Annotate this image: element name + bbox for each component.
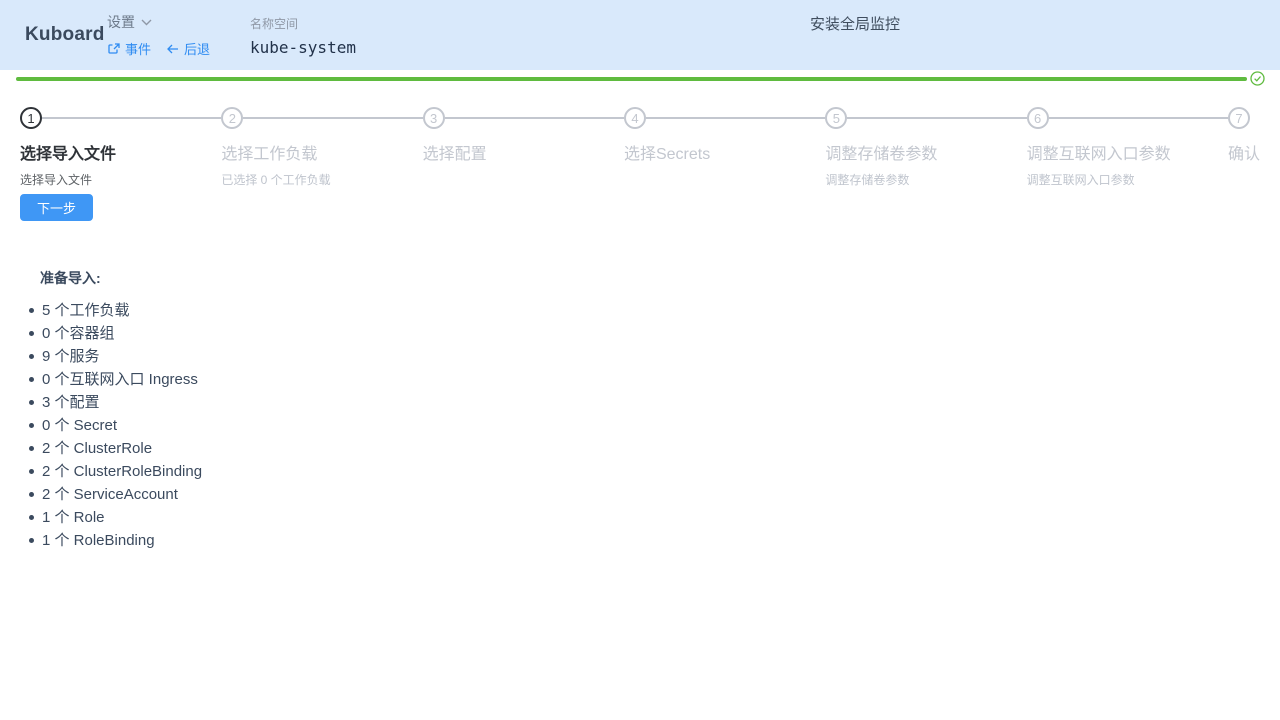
external-link-icon	[108, 42, 120, 55]
step-connector	[42, 117, 222, 119]
step-7-title: 确认	[1227, 146, 1260, 163]
wizard-steps: 1 选择导入文件 选择导入文件 2 选择工作负载 已选择 0 个工作负载 3 选…	[20, 107, 1260, 188]
step-6-desc: 调整互联网入口参数	[1026, 173, 1135, 187]
step-4-desc	[624, 171, 825, 185]
step-3-desc	[423, 171, 624, 185]
chevron-down-icon	[141, 19, 152, 26]
list-item: 1 个 RoleBinding	[40, 529, 740, 552]
step-4-number: 4	[623, 107, 646, 129]
step-5-title: 调整存储卷参数	[825, 146, 938, 163]
import-summary-list: 5 个工作负载 0 个容器组 9 个服务 0 个互联网入口 Ingress 3 …	[40, 299, 740, 552]
step-connector	[243, 117, 423, 119]
list-item: 0 个 Secret	[40, 414, 740, 437]
settings-dropdown[interactable]: 设置	[107, 12, 152, 32]
list-item: 2 个 ClusterRoleBinding	[40, 460, 740, 483]
check-circle-icon	[1250, 71, 1265, 86]
namespace-block: 名称空间 kube-system	[250, 15, 356, 57]
step-connector	[847, 117, 1027, 119]
step-5-desc: 调整存储卷参数	[825, 173, 910, 187]
namespace-value: kube-system	[250, 38, 356, 57]
back-label: 后退	[184, 42, 211, 57]
list-item: 5 个工作负载	[40, 299, 740, 322]
step-3-number: 3	[422, 107, 445, 129]
list-item: 1 个 Role	[40, 506, 740, 529]
step-6-number: 6	[1026, 107, 1049, 129]
step-3-select-config: 3 选择配置	[422, 107, 624, 188]
list-item: 0 个互联网入口 Ingress	[40, 368, 740, 391]
step-connector	[645, 117, 826, 119]
step-2-select-workloads: 2 选择工作负载 已选择 0 个工作负载	[221, 107, 423, 188]
step-2-number: 2	[221, 107, 244, 129]
step-1-select-import-file: 1 选择导入文件 选择导入文件	[20, 107, 222, 188]
page-title: 安装全局监控	[810, 16, 901, 33]
header-links: 事件 后退	[108, 39, 210, 58]
step-2-desc: 已选择 0 个工作负载	[221, 173, 331, 187]
step-3-title: 选择配置	[422, 146, 487, 163]
import-summary: 准备导入: 5 个工作负载 0 个容器组 9 个服务 0 个互联网入口 Ingr…	[40, 268, 740, 552]
list-item: 9 个服务	[40, 345, 740, 368]
step-5-number: 5	[825, 107, 848, 129]
progress-bar	[16, 77, 1247, 81]
step-connector	[444, 117, 624, 119]
step-6-title: 调整互联网入口参数	[1026, 146, 1171, 163]
step-1-number: 1	[20, 107, 42, 129]
namespace-label: 名称空间	[250, 17, 299, 31]
app-header: Kuboard 设置 事件 后退	[0, 0, 1280, 70]
step-1-desc: 选择导入文件	[20, 173, 93, 187]
step-4-select-secrets: 4 选择Secrets	[623, 107, 826, 188]
step-7-desc	[1228, 171, 1260, 185]
step-7-confirm: 7 确认	[1227, 107, 1260, 188]
back-link[interactable]: 后退	[167, 39, 210, 58]
app-logo: Kuboard	[25, 24, 105, 45]
list-item: 2 个 ServiceAccount	[40, 483, 740, 506]
step-1-title: 选择导入文件	[20, 146, 117, 163]
list-item: 3 个配置	[40, 391, 740, 414]
next-step-button[interactable]: 下一步	[20, 194, 94, 221]
import-summary-heading: 准备导入:	[40, 270, 101, 286]
events-label: 事件	[125, 42, 152, 57]
events-link[interactable]: 事件	[108, 39, 151, 58]
step-connector	[1048, 117, 1228, 119]
settings-label: 设置	[107, 14, 135, 30]
step-4-title: 选择Secrets	[623, 146, 711, 163]
step-2-title: 选择工作负载	[221, 146, 318, 163]
step-6-adjust-ingress-params: 6 调整互联网入口参数 调整互联网入口参数	[1026, 107, 1228, 188]
step-5-adjust-volume-params: 5 调整存储卷参数 调整存储卷参数	[825, 107, 1027, 188]
list-item: 2 个 ClusterRole	[40, 437, 740, 460]
list-item: 0 个容器组	[40, 322, 740, 345]
step-7-number: 7	[1227, 107, 1250, 129]
arrow-left-icon	[167, 44, 179, 54]
